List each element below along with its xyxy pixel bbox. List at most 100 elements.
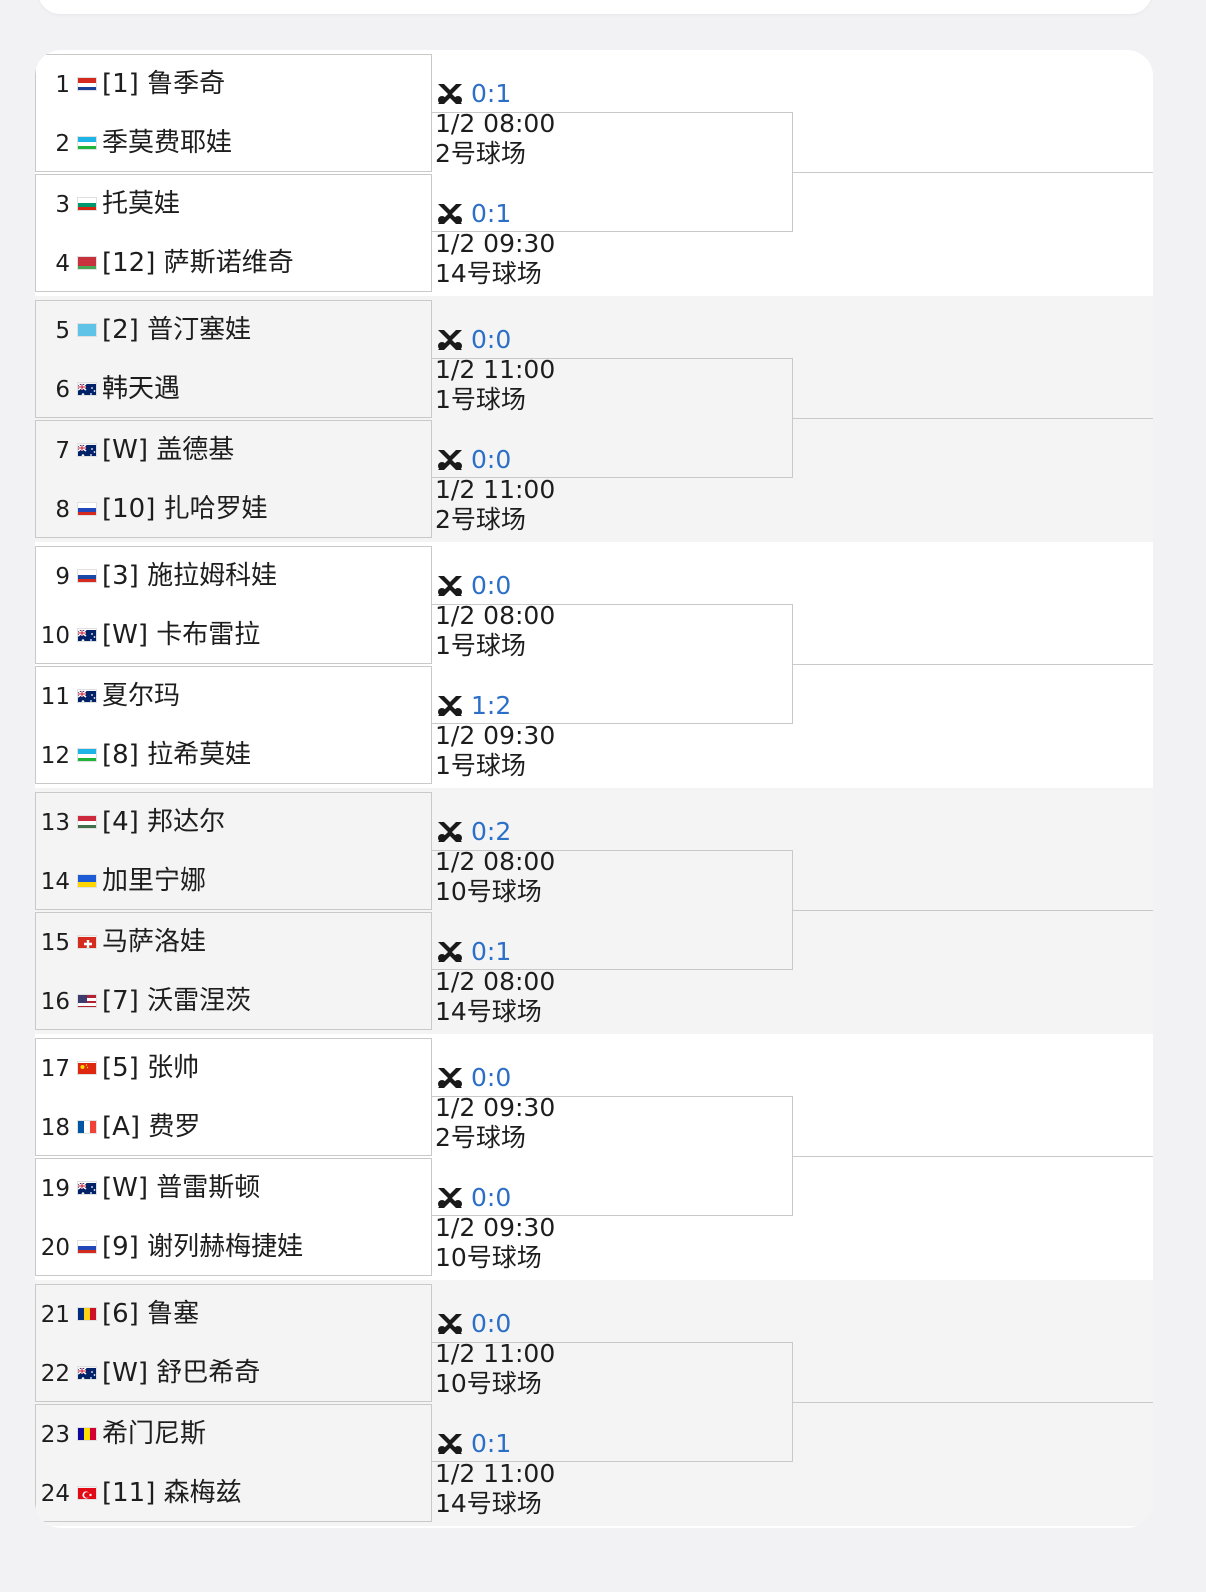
romania-flag-icon — [77, 1307, 97, 1321]
player-row[interactable]: 11 夏尔玛 — [36, 667, 433, 726]
player-name[interactable]: [5] 张帅 — [102, 1053, 200, 1083]
h2h-icon[interactable] — [435, 1185, 465, 1211]
player-row[interactable]: 21[6] 鲁塞 — [36, 1285, 433, 1344]
player-name[interactable]: [W] 普雷斯顿 — [102, 1173, 261, 1203]
h2h-icon[interactable] — [435, 939, 465, 965]
player-row[interactable]: 6 韩天遇 — [36, 360, 433, 419]
player-row[interactable]: 13[4] 邦达尔 — [36, 793, 433, 852]
head-to-head-score[interactable]: 0:0 — [471, 1183, 512, 1212]
player-name[interactable]: [W] 舒巴希奇 — [102, 1358, 261, 1388]
player-name[interactable]: 韩天遇 — [102, 374, 181, 404]
head-to-head-score[interactable]: 0:0 — [471, 1309, 512, 1338]
player-row[interactable]: 9 [3] 施拉姆科娃 — [36, 547, 433, 606]
draw-position: 15 — [40, 930, 70, 956]
h2h-icon[interactable] — [435, 573, 465, 599]
player-row[interactable]: 1[1] 鲁季奇 — [36, 55, 433, 114]
bracket-connector — [431, 850, 793, 970]
h2h-icon[interactable] — [435, 819, 465, 845]
player-row[interactable]: 7[W] 盖德基 — [36, 421, 433, 480]
player-row[interactable]: 22[W] 舒巴希奇 — [36, 1344, 433, 1403]
player-row[interactable]: 2 季莫费耶娃 — [36, 114, 433, 173]
player-row[interactable]: 18[A] 费罗 — [36, 1098, 433, 1157]
player-row[interactable]: 15 马萨洛娃 — [36, 913, 433, 972]
head-to-head-score[interactable]: 0:0 — [471, 1063, 512, 1092]
player-row[interactable]: 16[7] 沃雷涅茨 — [36, 972, 433, 1031]
uzbekistan-flag-icon — [77, 136, 97, 150]
head-to-head-score[interactable]: 1:2 — [471, 691, 512, 720]
head-to-head-score[interactable]: 0:0 — [471, 571, 512, 600]
player-row[interactable]: 10[W] 卡布雷拉 — [36, 606, 433, 665]
head-to-head-score[interactable]: 0:0 — [471, 325, 512, 354]
player-name[interactable]: 希门尼斯 — [102, 1419, 207, 1449]
player-name[interactable]: [8] 拉希莫娃 — [102, 740, 252, 770]
player-name[interactable]: [12] 萨斯诺维奇 — [102, 248, 294, 278]
player-name[interactable]: [4] 邦达尔 — [102, 807, 226, 837]
player-row[interactable]: 17[5] 张帅 — [36, 1039, 433, 1098]
match-time: 1/2 09:30 — [435, 721, 556, 750]
h2h-icon[interactable] — [435, 1431, 465, 1457]
player-name[interactable]: [10] 扎哈罗娃 — [102, 494, 268, 524]
head-to-head-score[interactable]: 0:1 — [471, 1429, 512, 1458]
player-name[interactable]: [2] 普汀塞娃 — [102, 315, 252, 345]
player-name[interactable]: 夏尔玛 — [102, 681, 181, 711]
player-name[interactable]: [A] 费罗 — [102, 1112, 201, 1142]
h2h-icon[interactable] — [435, 1311, 465, 1337]
draw-position: 9 — [55, 564, 70, 590]
head-to-head-score[interactable]: 0:2 — [471, 817, 512, 846]
player-name[interactable]: [7] 沃雷涅茨 — [102, 986, 252, 1016]
head-to-head-score[interactable]: 0:1 — [471, 79, 512, 108]
score-line: 0:0 — [435, 570, 797, 601]
player-row[interactable]: 8[10] 扎哈罗娃 — [36, 480, 433, 539]
player-row[interactable]: 12[8] 拉希莫娃 — [36, 726, 433, 785]
h2h-icon[interactable] — [435, 81, 465, 107]
match-time: 1/2 08:00 — [435, 847, 556, 876]
player-name[interactable]: 季莫费耶娃 — [102, 128, 233, 158]
h2h-icon[interactable] — [435, 447, 465, 473]
player-row[interactable]: 14 加里宁娜 — [36, 852, 433, 911]
player-name[interactable]: 托莫娃 — [102, 189, 181, 219]
bracket-line — [793, 1156, 1153, 1157]
player-name[interactable]: 马萨洛娃 — [102, 927, 207, 957]
player-row[interactable]: 4[12] 萨斯诺维奇 — [36, 234, 433, 293]
player-name[interactable]: [W] 盖德基 — [102, 435, 235, 465]
head-to-head-score[interactable]: 0:1 — [471, 937, 512, 966]
player-row[interactable]: 19[W] 普雷斯顿 — [36, 1159, 433, 1218]
head-to-head-score[interactable]: 0:1 — [471, 199, 512, 228]
slovakia-flag-icon — [77, 569, 97, 583]
draw-position: 20 — [40, 1235, 70, 1261]
player-name[interactable]: [9] 谢列赫梅捷娃 — [102, 1232, 304, 1262]
head-to-head-score[interactable]: 0:0 — [471, 445, 512, 474]
match-court: 2号球场 — [435, 505, 526, 534]
player-row[interactable]: 23 希门尼斯 — [36, 1405, 433, 1464]
h2h-icon[interactable] — [435, 327, 465, 353]
player-row[interactable]: 5[2] 普汀塞娃 — [36, 301, 433, 360]
h2h-icon[interactable] — [435, 201, 465, 227]
player-name[interactable]: 加里宁娜 — [102, 866, 207, 896]
score-line: 0:1 — [435, 1428, 797, 1459]
h2h-icon[interactable] — [435, 693, 465, 719]
player-name[interactable]: [1] 鲁季奇 — [102, 69, 226, 99]
player-row[interactable]: 3 托莫娃 — [36, 175, 433, 234]
player-name[interactable]: [3] 施拉姆科娃 — [102, 561, 278, 591]
player-row[interactable]: 24[11] 森梅兹 — [36, 1464, 433, 1523]
player-name[interactable]: [W] 卡布雷拉 — [102, 620, 261, 650]
player-name[interactable]: [6] 鲁塞 — [102, 1299, 200, 1329]
h2h-icon[interactable] — [435, 1065, 465, 1091]
score-line: 0:1 — [435, 78, 797, 109]
turkey-flag-icon — [77, 1486, 97, 1500]
player-name[interactable]: [11] 森梅兹 — [102, 1478, 242, 1508]
player-row[interactable]: 20 [9] 谢列赫梅捷娃 — [36, 1218, 433, 1277]
